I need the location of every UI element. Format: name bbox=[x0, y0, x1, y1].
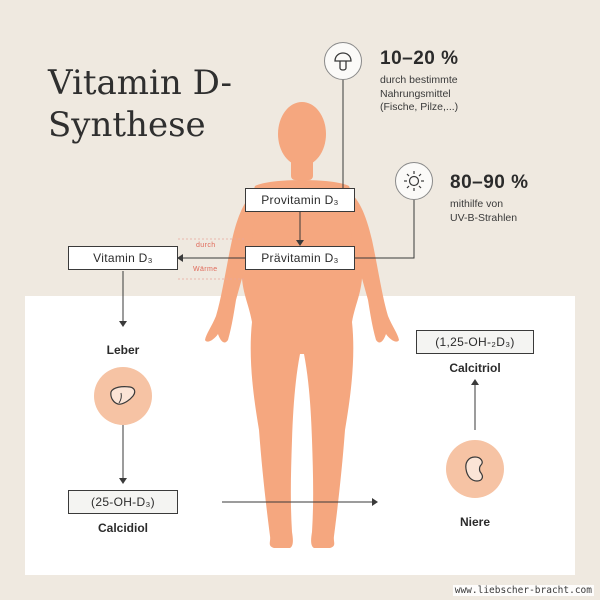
sun-connector bbox=[355, 200, 415, 259]
heat-label-line-2: Wärme bbox=[193, 266, 218, 273]
arrowhead bbox=[119, 321, 127, 327]
liver-label: Leber bbox=[106, 343, 140, 357]
title-line-1: Vitamin D- bbox=[48, 63, 232, 103]
food-description: durch bestimmte Nahrungsmittel (Fische, … bbox=[380, 74, 458, 115]
calcitriol-label: Calcitriol bbox=[449, 361, 501, 375]
arrowhead bbox=[119, 478, 127, 484]
arrowhead bbox=[177, 254, 183, 262]
food-percent: 10–20 % bbox=[380, 48, 459, 69]
page-title: Vitamin D- Synthese bbox=[48, 62, 278, 146]
sun-description: mithilfe von UV-B-Strahlen bbox=[450, 198, 517, 225]
human-body-figure bbox=[205, 102, 399, 548]
heat-label-line-1: durch bbox=[196, 242, 216, 249]
sun-desc-line-2: UV-B-Strahlen bbox=[450, 211, 518, 224]
connector-lines bbox=[122, 79, 476, 503]
calcidiol-label: Calcidiol bbox=[97, 521, 148, 535]
mushroom-icon bbox=[324, 42, 362, 80]
vitamin-d3-box: Vitamin D₃ bbox=[68, 246, 178, 270]
arrowhead bbox=[471, 379, 479, 385]
arrowhead bbox=[372, 498, 378, 506]
heat-guides bbox=[178, 238, 246, 280]
sun-percent: 80–90 % bbox=[450, 172, 529, 193]
food-desc-line-1: durch bestimmte bbox=[380, 74, 458, 86]
arrowheads bbox=[119, 240, 479, 506]
praevitamin-box: Prävitamin D₃ bbox=[245, 246, 355, 270]
liver-icon bbox=[94, 367, 152, 425]
sun-icon bbox=[395, 162, 433, 200]
kidney-icon bbox=[446, 440, 504, 498]
provitamin-box: Provitamin D₃ bbox=[245, 188, 355, 212]
oh25-box: (25-OH-D₃) bbox=[68, 490, 178, 514]
oh125-box: (1,25-OH-₂D₃) bbox=[416, 330, 534, 354]
arrowhead bbox=[296, 240, 304, 246]
sun-desc-line-1: mithilfe von bbox=[450, 198, 504, 210]
food-desc-line-3: (Fische, Pilze,...) bbox=[380, 101, 459, 113]
watermark: www.liebscher-bracht.com bbox=[452, 585, 594, 596]
kidney-label: Niere bbox=[459, 515, 491, 529]
title-line-2: Synthese bbox=[48, 105, 206, 145]
food-desc-line-2: Nahrungsmittel bbox=[380, 87, 451, 100]
